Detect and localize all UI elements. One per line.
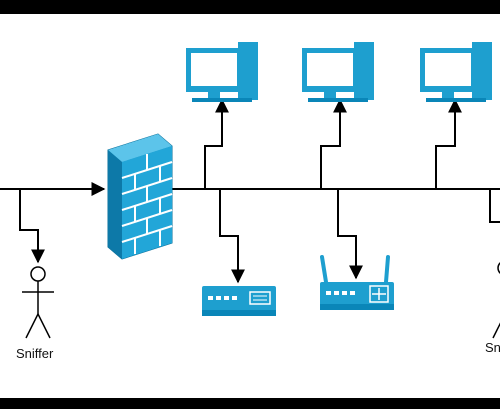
desktop-computer-icon — [186, 42, 258, 102]
sniffer-right-label: Sn — [485, 340, 500, 355]
link-to-switch — [219, 189, 245, 284]
computer-2 — [302, 42, 374, 102]
wireless-router-icon — [320, 255, 394, 310]
sniffer-left-label: Sniffer — [16, 346, 54, 361]
desktop-computer-icon — [420, 42, 492, 102]
stick-figure-icon — [22, 266, 54, 339]
computer-3 — [420, 42, 492, 102]
firewall-brick-icon — [107, 133, 173, 260]
desktop-computer-icon — [302, 42, 374, 102]
sniffer-left: Sniffer — [16, 266, 54, 361]
connections — [0, 98, 500, 284]
link-to-computer-1 — [204, 98, 229, 189]
link-to-computer-3 — [435, 98, 462, 189]
link-to-router — [337, 189, 363, 280]
link-to-sniffer-left — [19, 189, 45, 264]
network-switch-icon — [202, 286, 276, 316]
computer-1 — [186, 42, 258, 102]
link-to-sniffer-right — [489, 189, 500, 223]
wireless-router — [320, 255, 394, 310]
link-to-computer-2 — [320, 98, 347, 189]
switch — [202, 286, 276, 316]
